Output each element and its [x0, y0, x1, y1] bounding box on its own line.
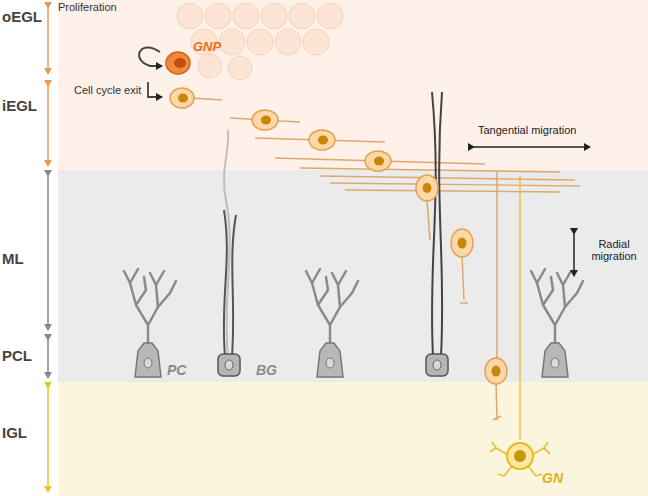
progenitor-cells	[177, 3, 203, 29]
purkinje-cells	[124, 269, 176, 377]
granule-neuron	[490, 442, 550, 476]
cell-cycle-exit-arrow	[148, 82, 162, 97]
direction-label: Tangential migration	[478, 124, 576, 136]
layer-name: oEGL	[2, 8, 42, 25]
proliferation-arrow	[139, 47, 162, 66]
direction-label: Radial migration	[582, 238, 646, 262]
migrating-granule-cells	[318, 136, 328, 145]
parallel-fibers	[300, 168, 560, 172]
migrating-granule-cells	[460, 256, 468, 303]
progenitor-cells	[219, 29, 245, 55]
progenitor-cells	[247, 29, 273, 55]
bergmann-glia	[432, 92, 436, 356]
granule-neuron	[490, 442, 550, 476]
layer-name: PCL	[2, 347, 32, 364]
migrating-granule-cells	[492, 366, 501, 377]
bergmann-glia	[224, 130, 230, 356]
migrating-granule-cells	[252, 110, 278, 130]
purkinje-cells	[124, 269, 176, 343]
progenitor-cells	[228, 56, 252, 80]
layer-band: oEGL	[58, 0, 648, 80]
bergmann-glia	[232, 215, 236, 356]
process-label: Proliferation	[58, 1, 117, 13]
bergmann-glia	[225, 360, 233, 370]
migrating-granule-cells	[458, 238, 467, 249]
layer-scale-bar	[47, 176, 49, 330]
migrating-granule-cells	[423, 183, 432, 193]
process-label: Cell cycle exit	[74, 84, 141, 96]
progenitor-cells	[275, 29, 301, 55]
progenitor-cells	[289, 3, 315, 29]
migrating-granule-cells	[170, 88, 520, 440]
parallel-fibers	[330, 183, 580, 186]
layer-scale-bar	[47, 86, 49, 166]
progenitor-cells	[303, 29, 329, 55]
parallel-fibers	[192, 98, 580, 192]
progenitor-cells	[177, 3, 343, 80]
purkinje-cells	[531, 269, 583, 377]
bergmann-glia	[433, 360, 441, 370]
purkinje-cells	[306, 269, 358, 343]
migrating-granule-cells	[178, 94, 188, 103]
gnp-cell	[166, 52, 190, 74]
parallel-fibers	[345, 190, 560, 192]
parallel-fibers	[320, 176, 575, 180]
radial-arrow	[573, 234, 575, 276]
bergmann-glia	[218, 354, 240, 376]
cell-name: PC	[167, 362, 186, 378]
migrating-granule-cells	[374, 157, 384, 166]
progenitor-cells	[233, 3, 259, 29]
migrating-granule-cells	[365, 151, 391, 171]
granule-neuron	[507, 443, 533, 469]
cell-name: GNP	[193, 39, 221, 54]
bergmann-glia	[439, 92, 442, 356]
bergmann-glia	[224, 210, 227, 356]
progenitor-cells	[198, 54, 222, 78]
purkinje-cells	[551, 358, 559, 368]
tangential-arrow	[474, 146, 590, 148]
migrating-granule-cells	[416, 175, 438, 201]
gnp-cell	[174, 58, 186, 68]
layer-band: ML	[58, 170, 648, 335]
migrating-granule-cells	[309, 130, 335, 150]
progenitor-cells	[205, 3, 231, 29]
migrating-granule-cells	[170, 88, 194, 108]
purkinje-cells	[135, 343, 161, 377]
progenitor-cells	[261, 3, 287, 29]
layer-scale-bar	[47, 388, 49, 492]
bergmann-glia	[218, 92, 448, 376]
layer-name: IGL	[2, 424, 27, 441]
migrating-granule-cells	[261, 116, 271, 125]
purkinje-cells	[542, 343, 568, 377]
parallel-fibers	[192, 98, 222, 100]
progenitor-cells	[317, 3, 343, 29]
cell-name: GN	[542, 470, 563, 486]
layer-name: ML	[2, 250, 24, 267]
migrating-granule-cells	[451, 229, 473, 257]
purkinje-cells	[326, 358, 334, 368]
bergmann-glia	[426, 354, 448, 376]
migrating-granule-cells	[519, 176, 521, 440]
granule-neuron	[514, 450, 526, 462]
layer-scale-bar	[47, 340, 49, 378]
gnp-cell	[166, 52, 190, 74]
layer-name: iEGL	[2, 97, 37, 114]
purkinje-cells	[124, 269, 583, 377]
layer-scale-bar	[47, 8, 49, 74]
migrating-granule-cells	[427, 200, 430, 240]
purkinje-cells	[531, 269, 583, 343]
purkinje-cells	[306, 269, 358, 377]
purkinje-cells	[317, 343, 343, 377]
cell-name: BG	[256, 362, 277, 378]
migrating-granule-cells	[485, 358, 507, 384]
purkinje-cells	[144, 358, 152, 368]
layer-scale-bar	[47, 8, 49, 492]
